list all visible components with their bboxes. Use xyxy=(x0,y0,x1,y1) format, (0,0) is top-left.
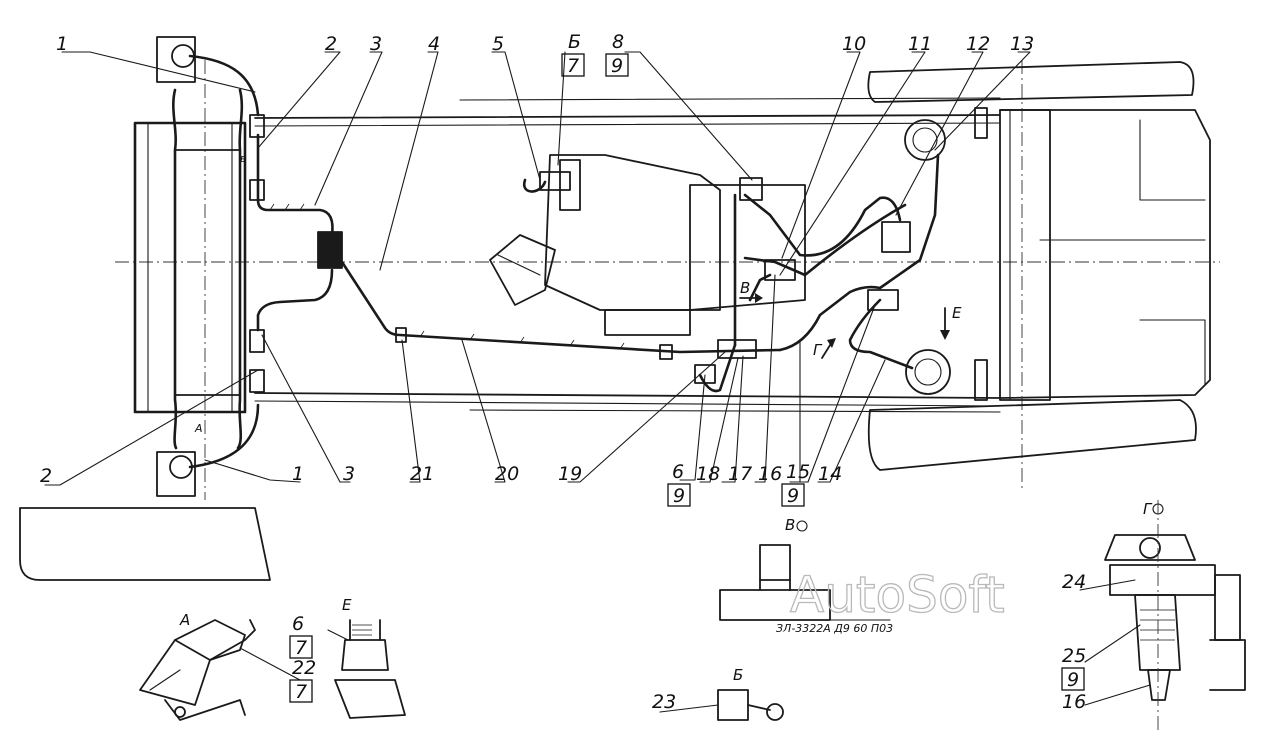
detail-view-a: А 22 7 xyxy=(139,611,316,721)
callout-21: 21 xyxy=(410,463,434,485)
leader-lines xyxy=(44,51,1031,486)
callout-2-bottom: 2 xyxy=(40,465,52,487)
callout-3-bottom: 3 xyxy=(343,463,355,485)
callout-18: 18 xyxy=(696,463,720,485)
direction-v-label: В xyxy=(740,279,750,297)
view-g-title: Г xyxy=(1143,500,1153,518)
view-a-title: А xyxy=(179,611,190,629)
small-v-label: в xyxy=(240,152,246,165)
callout-19: 19 xyxy=(558,463,582,485)
callout-1-top: 1 xyxy=(56,33,68,55)
watermark: AutoSoft xyxy=(790,566,1005,624)
view-g-callout-25-box xyxy=(1061,667,1085,691)
callout-8-box-num: 9 xyxy=(611,55,623,77)
callout-6: 6 xyxy=(672,461,684,483)
callout-10: 10 xyxy=(842,33,866,55)
front-axle-wheel xyxy=(19,36,271,581)
view-e-callout-6-box xyxy=(289,635,313,659)
direction-g-label: Г xyxy=(813,341,823,359)
callout-b-box-num: 7 xyxy=(567,55,579,77)
small-a-label: А xyxy=(194,422,203,435)
callout-11: 11 xyxy=(908,33,932,55)
view-a-callout-22: 22 xyxy=(292,657,316,679)
direction-e-label: Е xyxy=(952,304,962,322)
view-e-callout-6-box-num: 7 xyxy=(295,637,307,659)
callout-6-box xyxy=(667,483,691,507)
callout-b-top: Б xyxy=(568,31,581,53)
callout-3-top: 3 xyxy=(370,33,382,55)
callout-4: 4 xyxy=(428,33,440,55)
view-g-callout-25: 25 xyxy=(1062,645,1086,667)
view-b-callout-23: 23 xyxy=(652,691,676,713)
callout-12: 12 xyxy=(966,33,990,55)
rear-axle-wheels xyxy=(867,61,1197,471)
callout-5: 5 xyxy=(492,33,504,55)
detail-view-e: Е 6 7 xyxy=(289,596,406,719)
view-e-callout-6: 6 xyxy=(292,613,304,635)
callout-14: 14 xyxy=(818,463,842,485)
callout-15: 15 xyxy=(786,461,810,483)
callout-15-box-num: 9 xyxy=(787,485,799,507)
view-a-callout-22-box-num: 7 xyxy=(295,681,307,703)
callout-16: 16 xyxy=(758,463,782,485)
detail-view-v: В ЗЛ-3322А Д9 60 П03 xyxy=(719,516,893,635)
brake-lines xyxy=(249,114,940,393)
view-g-callout-25-box-num: 9 xyxy=(1067,669,1079,691)
detail-view-g: Г 24 25 9 16 xyxy=(1061,500,1246,730)
callout-labels: 1 2 3 4 5 Б 7 8 9 10 11 12 13 2 1 3 21 2… xyxy=(40,31,1034,507)
view-v-part-code: ЗЛ-3322А Д9 60 П03 xyxy=(776,622,893,635)
callout-8: 8 xyxy=(612,31,624,53)
vehicle-frame xyxy=(115,60,1220,500)
callout-15-box xyxy=(781,483,805,507)
view-g-callout-16: 16 xyxy=(1062,691,1086,713)
callout-6-box-num: 9 xyxy=(673,485,685,507)
callout-b-box xyxy=(561,53,585,77)
callout-1-bottom: 1 xyxy=(292,463,304,485)
callout-17: 17 xyxy=(728,463,752,485)
view-g-callout-24: 24 xyxy=(1062,571,1086,593)
callout-20: 20 xyxy=(495,463,519,485)
view-a-callout-22-box xyxy=(289,679,313,703)
callout-13: 13 xyxy=(1010,33,1034,55)
view-e-title: Е xyxy=(342,596,352,614)
detail-view-b: Б 23 xyxy=(652,666,784,721)
callout-2-top: 2 xyxy=(325,33,337,55)
callout-8-box xyxy=(605,53,629,77)
view-v-title: В xyxy=(785,516,795,534)
master-cylinder-booster xyxy=(489,154,806,336)
view-b-title: Б xyxy=(733,666,743,684)
